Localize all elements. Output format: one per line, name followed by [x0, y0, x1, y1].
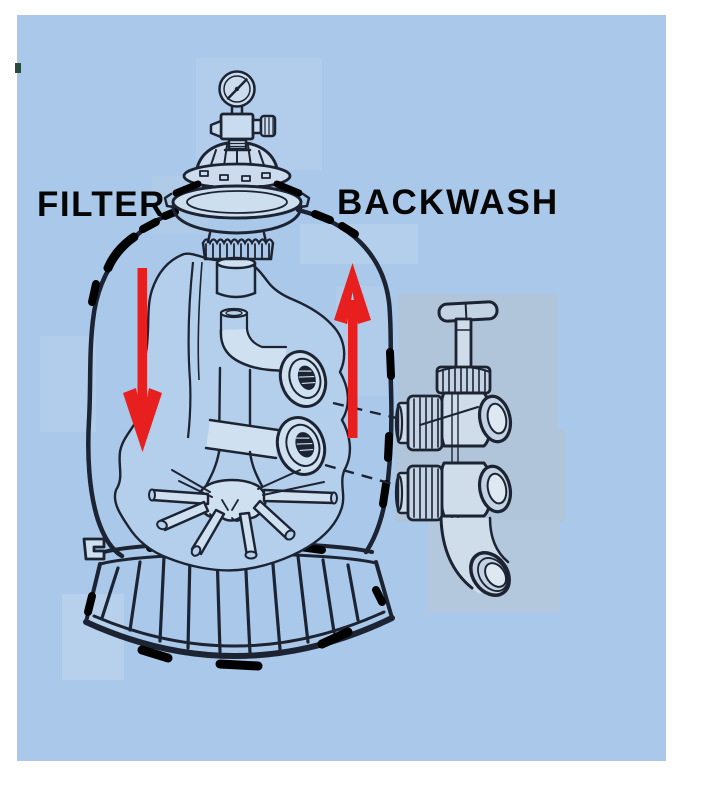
upper-threaded-port	[278, 350, 328, 408]
lateral-pipes	[148, 469, 338, 560]
flow-arrows	[123, 263, 371, 452]
tank-outline	[82, 207, 395, 561]
assembly-dashed-lines	[324, 401, 406, 489]
valve-lower-port	[477, 464, 513, 514]
lower-threaded-port	[275, 416, 327, 476]
filter-flow-arrow	[123, 268, 162, 452]
valve-bottom-elbow	[439, 516, 511, 597]
standpipe-stub	[219, 307, 249, 334]
lower-pipe	[204, 418, 280, 460]
valve-upper-port	[477, 394, 513, 444]
tank-neck	[201, 231, 275, 261]
valve-lower-union	[394, 464, 444, 522]
backwash-valve-assembly	[394, 300, 513, 597]
upper-elbow-pipe	[219, 327, 288, 373]
backwash-flow-label: BACKWASH	[337, 183, 560, 222]
valve-upper-union	[394, 394, 444, 452]
filter-flow-label: FILTER	[37, 185, 166, 224]
air-release-valve	[209, 112, 277, 152]
pressure-gauge	[209, 70, 277, 152]
tank-internals	[148, 256, 338, 560]
corner-mark	[15, 63, 21, 73]
drain-fitting	[82, 537, 106, 561]
backwash-flow-arrow	[334, 263, 371, 438]
